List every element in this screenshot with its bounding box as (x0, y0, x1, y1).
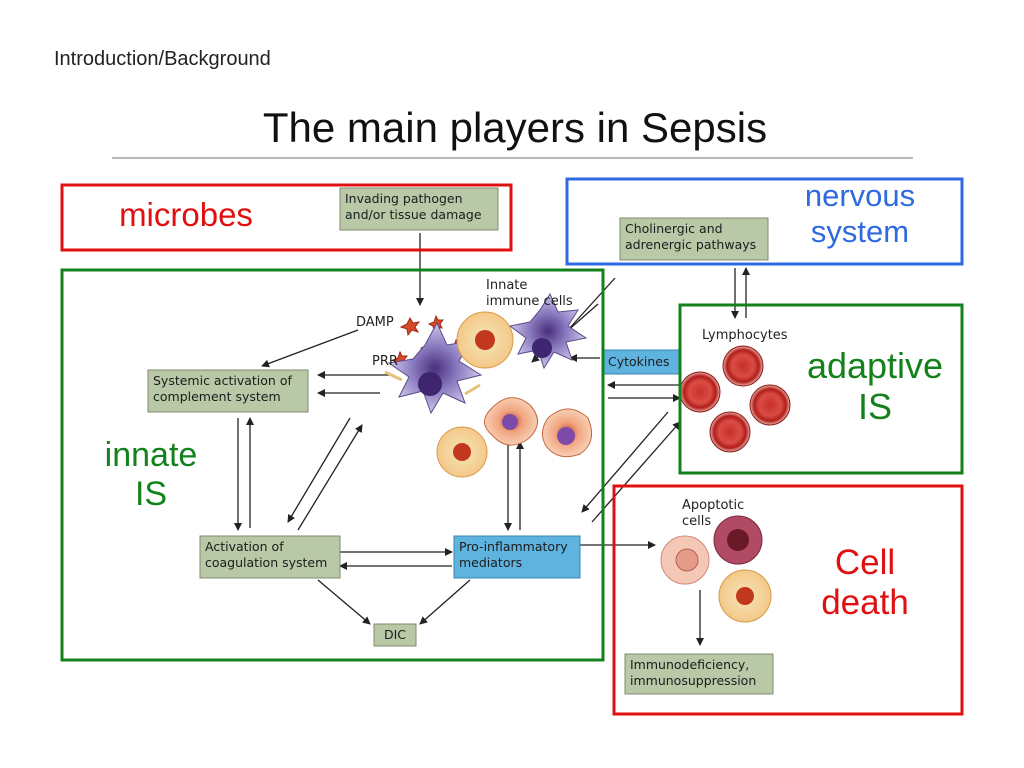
innate-immune-cells-label: Innate immune cells (486, 278, 573, 309)
title-divider (112, 157, 913, 159)
diagram-arrows (234, 233, 750, 646)
cholinergic-label: Cholinergic and adrenergic pathways (625, 221, 757, 252)
cytokines-box (602, 349, 682, 375)
dic-box (373, 623, 417, 647)
invading-pathogen-label: Invading pathogen and/or tissue damage (345, 191, 482, 222)
lymphocytes-label: Lymphocytes (702, 328, 788, 343)
coagulation-label: Activation of coagulation system (205, 539, 328, 570)
lymphocytes-cells (679, 345, 791, 453)
adaptive-is-label: adaptive IS (806, 345, 944, 428)
innate-is-region (60, 268, 605, 662)
innate-is-label: innate IS (104, 436, 198, 514)
invading-pathogen-box (339, 187, 499, 231)
prr-label: PRR (372, 354, 398, 369)
damp-label: DAMP (356, 315, 394, 330)
section-label: Introduction/Background (54, 48, 271, 70)
dic-label: DIC (383, 627, 407, 642)
proinflammatory-label: Pro-inflammatory mediators (459, 539, 568, 570)
complement-box (147, 369, 309, 413)
cell-death-label: Cell death (821, 543, 909, 623)
cell-death-region (612, 484, 964, 716)
innate-immune-cells (384, 292, 593, 478)
immunodeficiency-box (624, 653, 774, 695)
slide-title: The main players in Sepsis (262, 104, 768, 151)
cytokines-label: Cytokines (608, 354, 670, 369)
apoptotic-cells-label: Apoptotic cells (682, 498, 745, 529)
immunodeficiency-label: Immunodeficiency, immunosuppression (630, 657, 757, 688)
coagulation-box (199, 535, 341, 579)
apoptotic-cells (660, 515, 772, 623)
cholinergic-box (619, 217, 769, 261)
nervous-system-label: nervous system (804, 178, 916, 249)
nervous-system-region (565, 177, 964, 266)
complement-label: Systemic activation of complement system (153, 373, 292, 404)
microbes-label: microbes (119, 196, 253, 233)
microbes-region (60, 183, 513, 252)
proinflammatory-box (453, 535, 581, 579)
adaptive-is-region (678, 303, 964, 475)
